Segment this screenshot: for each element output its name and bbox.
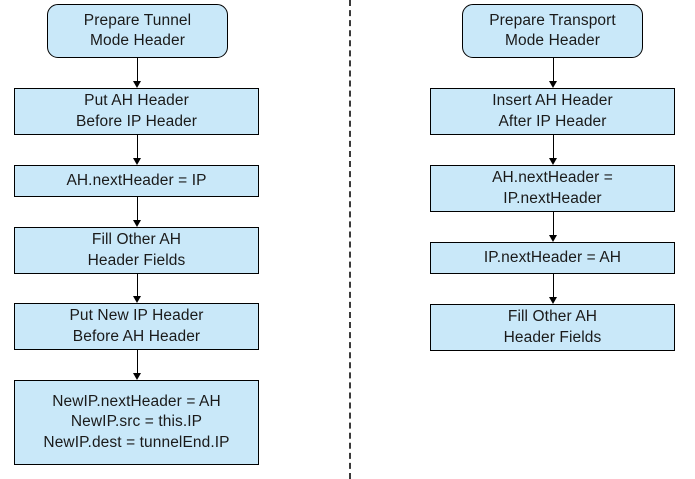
flow-arrow-line [137,274,138,297]
flow-arrow-head [133,373,142,380]
flow-arrow-line [553,274,554,298]
flow-arrow-line [553,135,554,159]
flow-arrow-head [133,81,142,88]
flow-arrow-head [549,81,558,88]
flowchart-node-tunnel-fill-other-ah: Fill Other AH Header Fields [14,227,259,274]
flowchart-node-transport-ah-nextheader: AH.nextHeader = IP.nextHeader [430,165,675,212]
flow-arrow-line [553,58,554,82]
flowchart-node-transport-ip-nextheader: IP.nextHeader = AH [430,242,675,274]
flow-arrow-head [549,297,558,304]
flowchart-node-tunnel-newip-fields: NewIP.nextHeader = AH NewIP.src = this.I… [14,380,259,465]
flow-arrow-head [133,220,142,227]
flow-arrow-head [549,158,558,165]
flowchart-node-tunnel-put-new-ip-header: Put New IP Header Before AH Header [14,303,259,350]
flowchart-node-tunnel-start: Prepare Tunnel Mode Header [47,4,228,58]
flowchart-node-tunnel-put-ah-header: Put AH Header Before IP Header [14,88,259,135]
flowchart-node-tunnel-ah-nextheader: AH.nextHeader = IP [14,165,259,197]
flow-arrow-line [137,350,138,374]
flow-arrow-head [133,158,142,165]
flow-arrow-head [133,296,142,303]
flow-arrow-line [137,58,138,82]
flow-arrow-head [549,235,558,242]
flowchart-node-transport-insert-ah-header: Insert AH Header After IP Header [430,88,675,135]
flow-arrow-line [137,197,138,221]
vertical-dashed-divider [349,0,351,479]
flow-arrow-line [553,212,554,236]
flowchart-node-transport-start: Prepare Transport Mode Header [462,4,643,58]
flowchart-node-transport-fill-other-ah: Fill Other AH Header Fields [430,304,675,351]
flow-arrow-line [137,135,138,159]
